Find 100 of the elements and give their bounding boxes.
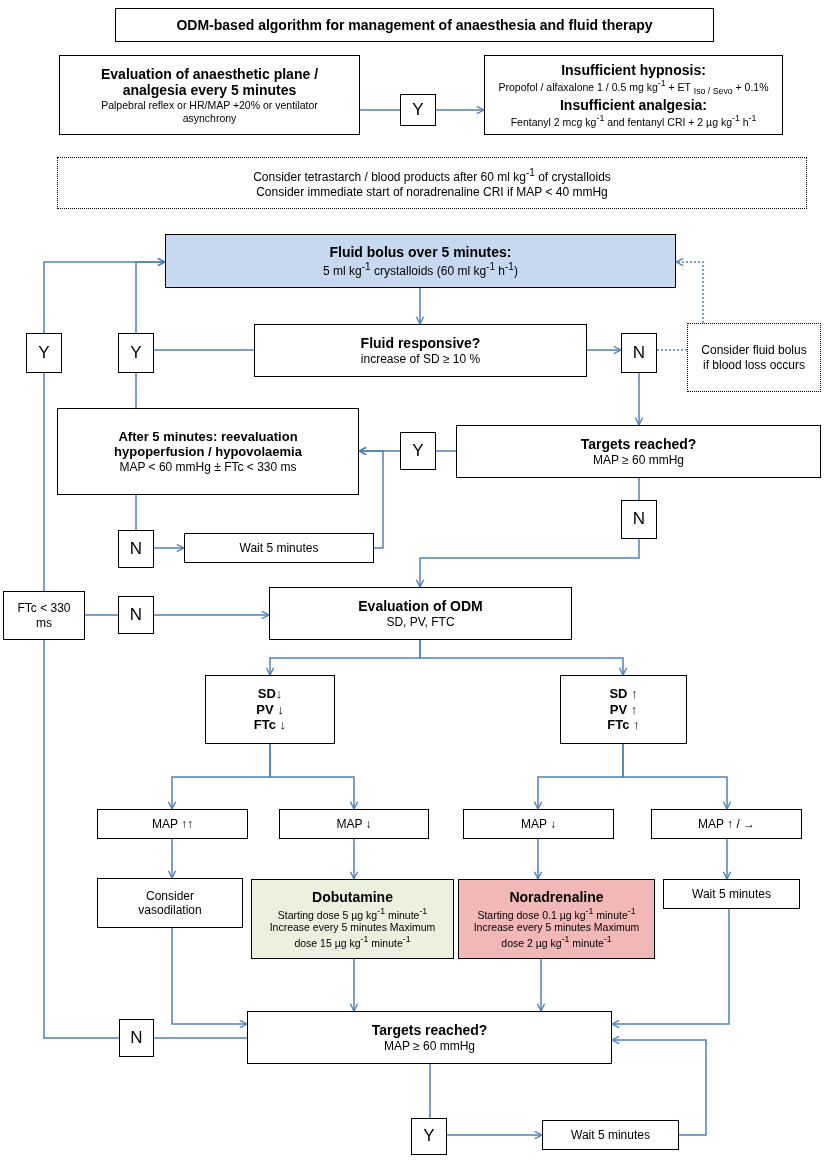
arrow xyxy=(722,838,732,880)
branch-label: Y xyxy=(412,440,424,462)
branch-box xyxy=(118,530,154,568)
box-heading: SD↓ PV ↓ FTc ↓ xyxy=(252,686,288,733)
box-heading: Noradrenaline xyxy=(509,889,604,906)
branch-label: N xyxy=(130,1027,143,1049)
connector-line xyxy=(429,1063,431,1119)
process-box xyxy=(165,234,676,288)
box-text: MAP ↓ xyxy=(336,816,372,832)
box-text: increase of SD ≥ 10 % xyxy=(360,351,481,367)
arrow xyxy=(435,105,485,115)
arrow xyxy=(586,345,622,355)
box-heading: Fluid responsive? xyxy=(360,334,481,352)
box-text: MAP ↑↑ xyxy=(151,816,194,832)
connector-line xyxy=(43,639,120,1039)
connector-line xyxy=(656,349,688,351)
box-text: Consider vasodilation xyxy=(137,888,203,918)
connector-line xyxy=(435,450,457,452)
arrow xyxy=(415,287,425,325)
branch-box xyxy=(118,596,154,634)
arrow xyxy=(536,958,546,1012)
arrow xyxy=(675,257,704,324)
connector-line xyxy=(638,477,640,501)
title: ODM-based algorithm for management of anaesthesia and fluid therapy xyxy=(115,8,714,42)
box-text: Wait 5 minutes xyxy=(571,1127,650,1143)
note-box xyxy=(687,323,821,392)
box-text: Fentanyl 2 mcg kg$^{-1}$ and fentanyl CRI + 2 µg kg$^{-1}$ h$^{-1}$ xyxy=(510,113,757,129)
process-box xyxy=(542,1120,679,1150)
arrow xyxy=(349,838,359,880)
arrow xyxy=(153,543,185,553)
process-box xyxy=(97,878,243,928)
process-box xyxy=(254,324,587,377)
arrow xyxy=(634,372,644,426)
branch-box xyxy=(400,432,436,470)
box-heading: Targets reached? xyxy=(371,1021,488,1039)
arrow xyxy=(419,639,628,676)
branch-box xyxy=(621,333,657,373)
process-box xyxy=(3,591,85,640)
box-text: MAP ≥ 60 mmHg xyxy=(592,452,685,468)
box-heading: Fluid bolus over 5 minutes: xyxy=(329,243,512,261)
arrow xyxy=(153,610,270,620)
arrow xyxy=(358,446,384,549)
box-heading: Dobutamine xyxy=(312,889,393,906)
box-text: SD, PV, FTC xyxy=(386,614,455,630)
process-box xyxy=(184,533,374,563)
process-box xyxy=(59,55,360,135)
box-text: Starting dose 0.1 µg kg$^{-1}$ minute$^{-1}$ Increase every 5 minutes Maximum dose 2 µg kg$^{-1}$ minute$^{-1}$ xyxy=(472,906,641,949)
process-box xyxy=(97,809,248,839)
branch-box xyxy=(621,500,657,539)
process-box xyxy=(463,809,614,839)
box-text: Consider immediate start of noradrenaline CRI if MAP < 40 mmHg xyxy=(256,184,608,199)
box-text: MAP ↓ xyxy=(520,816,557,832)
process-box xyxy=(484,55,783,135)
connector-line xyxy=(135,494,137,531)
branch-label: Y xyxy=(130,342,142,364)
process-box xyxy=(269,587,572,640)
process-box xyxy=(247,1011,612,1064)
box-heading: Insufficient analgesia: xyxy=(559,96,707,114)
box-heading: Insufficient hypnosis: xyxy=(561,61,706,79)
box-heading: SD ↑ PV ↑ FTc ↑ xyxy=(606,686,641,733)
process-box xyxy=(251,879,454,959)
box-heading: Evaluation of ODM xyxy=(358,597,483,615)
branch-label: N xyxy=(129,538,143,560)
branch-label: Y xyxy=(412,99,424,121)
box-text: Starting dose 5 µg kg$^{-1}$ minute$^{-1}$ Increase every 5 minutes Maximum dose 15 µg kg$^{-1}$ minute$^{-1}$ xyxy=(268,906,437,949)
box-text: MAP ≥ 60 mmHg xyxy=(383,1038,476,1054)
branch-label: N xyxy=(632,342,646,364)
box-text: 5 ml kg$^{-1}$ crystalloids (60 ml kg$^{-1}$ h$^{-1}$) xyxy=(323,260,518,279)
arrow xyxy=(611,908,730,1029)
box-heading: Evaluation of anaesthetic plane / analgesia every 5 minutes xyxy=(99,65,320,100)
process-box xyxy=(663,879,800,909)
arrow xyxy=(415,538,640,588)
arrow xyxy=(611,1035,707,1136)
connector-line xyxy=(153,349,255,351)
arrow xyxy=(167,838,177,879)
connector-line xyxy=(153,1037,248,1039)
branch-label: N xyxy=(129,604,143,626)
connector-line xyxy=(84,614,119,616)
arrow xyxy=(43,257,166,334)
box-text: Consider fluid bolus if blood loss occurs xyxy=(700,343,808,372)
box-heading: After 5 minutes: reevaluation hypoperfusion / hypovolaemia xyxy=(113,428,303,460)
box-text: Wait 5 minutes xyxy=(239,540,319,556)
branch-box xyxy=(118,333,154,373)
box-text: Palpebral reflex or HR/MAP +20% or ventilator asynchrony xyxy=(100,99,319,125)
box-text: Wait 5 minutes xyxy=(692,886,771,902)
branch-label: Y xyxy=(423,1126,435,1147)
connector-line xyxy=(135,372,137,409)
process-box xyxy=(458,879,655,959)
process-box xyxy=(651,809,802,839)
box-heading: Targets reached? xyxy=(580,435,697,453)
note-box xyxy=(57,157,807,209)
branch-box xyxy=(26,333,62,373)
box-text: MAP < 60 mmHg ± FTc < 330 ms xyxy=(119,459,297,475)
branch-box xyxy=(400,94,436,126)
arrow xyxy=(171,927,248,1029)
branch-label: Y xyxy=(38,342,50,364)
box-text: MAP ↑ / → xyxy=(697,816,756,832)
connector-line xyxy=(43,372,45,592)
connector-line xyxy=(359,109,401,111)
arrow xyxy=(349,958,359,1012)
